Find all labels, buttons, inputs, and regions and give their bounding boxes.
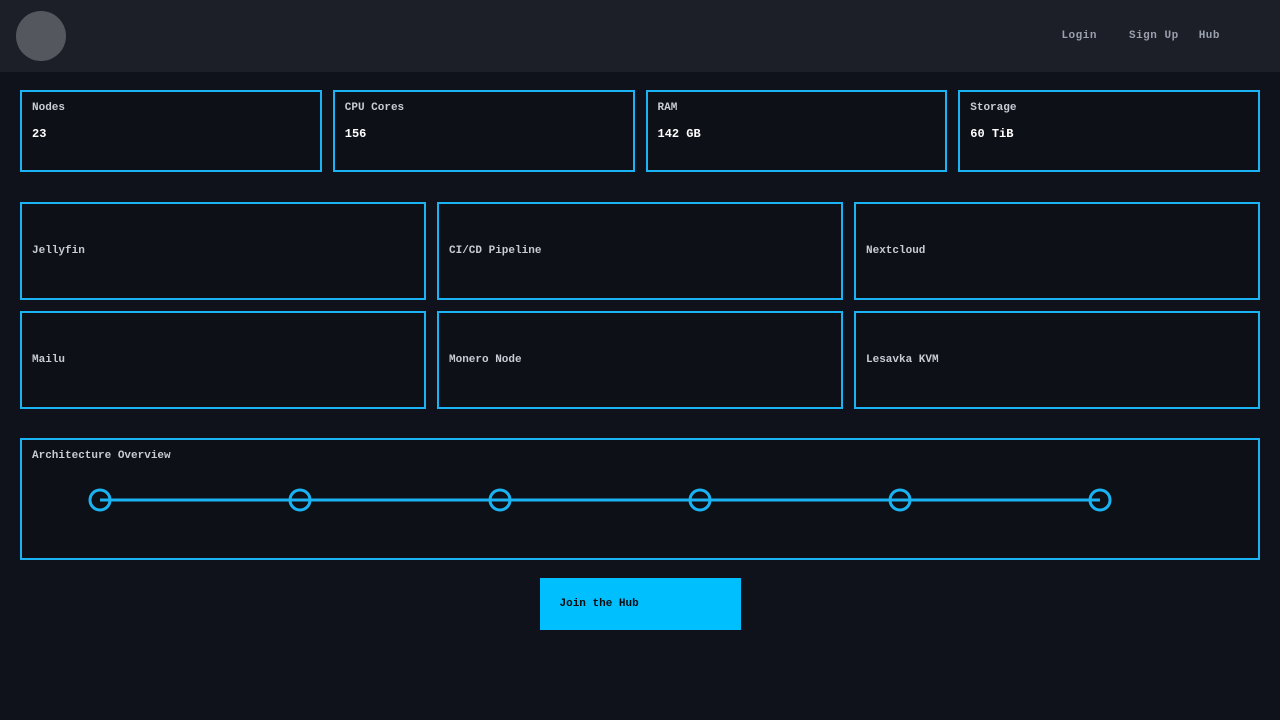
service-name: CI/CD Pipeline <box>449 245 542 257</box>
stat-label: RAM <box>657 102 678 114</box>
navbar: Login Sign Up Hub <box>0 0 1280 72</box>
stats-row: Nodes 23 CPU Cores 156 RAM 142 GB Storag… <box>20 90 1260 172</box>
architecture-title: Architecture Overview <box>32 450 171 462</box>
service-card-mailu[interactable]: Mailu <box>20 311 426 409</box>
service-name: Mailu <box>32 354 66 366</box>
stat-label: CPU Cores <box>344 102 405 114</box>
architecture-diagram <box>88 488 1112 512</box>
service-name: Nextcloud <box>866 245 926 257</box>
cta-row: Join the Hub <box>20 578 1260 630</box>
architecture-node-icon <box>488 488 512 512</box>
services-grid: Jellyfin CI/CD Pipeline Nextcloud Mailu … <box>20 202 1260 409</box>
service-name: Jellyfin <box>32 245 85 257</box>
stat-card-cpu-cores: CPU Cores 156 <box>332 90 635 172</box>
stat-card-nodes: Nodes 23 <box>20 90 322 172</box>
service-card-cicd-pipeline[interactable]: CI/CD Pipeline <box>437 202 843 300</box>
service-card-nextcloud[interactable]: Nextcloud <box>854 202 1260 300</box>
nav-link-login[interactable]: Login <box>1061 30 1097 42</box>
nav-links: Login Sign Up Hub <box>1061 30 1220 42</box>
architecture-node-icon <box>688 488 712 512</box>
logo-avatar[interactable] <box>16 11 66 61</box>
stat-card-storage: Storage 60 TiB <box>958 90 1260 172</box>
service-card-monero-node[interactable]: Monero Node <box>437 311 843 409</box>
stat-value: 142 GB <box>657 127 701 141</box>
join-hub-button[interactable]: Join the Hub <box>539 578 741 630</box>
architecture-panel: Architecture Overview <box>20 438 1260 560</box>
nav-link-hub[interactable]: Hub <box>1198 30 1220 42</box>
service-card-jellyfin[interactable]: Jellyfin <box>20 202 426 300</box>
service-name: Monero Node <box>449 354 522 366</box>
nav-link-signup[interactable]: Sign Up <box>1128 30 1179 42</box>
stat-label: Storage <box>970 102 1017 114</box>
stat-value: 60 TiB <box>970 127 1014 141</box>
stat-card-ram: RAM 142 GB <box>645 90 948 172</box>
architecture-node-icon <box>888 488 912 512</box>
service-name: Lesavka KVM <box>866 354 939 366</box>
architecture-node-icon <box>88 488 112 512</box>
stat-value: 156 <box>344 127 367 141</box>
architecture-node-icon <box>288 488 312 512</box>
service-card-lesavka-kvm[interactable]: Lesavka KVM <box>854 311 1260 409</box>
stat-value: 23 <box>32 127 47 141</box>
stat-label: Nodes <box>32 102 66 114</box>
main-content: Nodes 23 CPU Cores 156 RAM 142 GB Storag… <box>0 72 1280 630</box>
architecture-node-icon <box>1088 488 1112 512</box>
